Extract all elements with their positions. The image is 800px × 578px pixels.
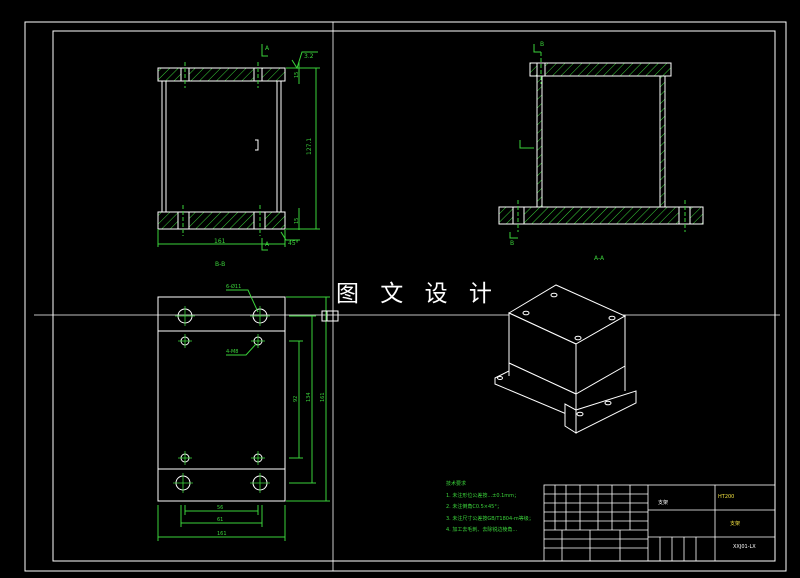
- title-block-name: 支架: [658, 500, 669, 506]
- dim-bottom-width: 161: [217, 531, 227, 537]
- title-block-material: HT200: [718, 494, 735, 500]
- title-block: [543, 484, 776, 562]
- dim-height: 127.1: [306, 138, 313, 155]
- dim-height-134: 134: [306, 392, 312, 402]
- inner-frame: [52, 30, 776, 562]
- tech-note-4: 4. 加工去毛刺、去除锐边棱角...: [446, 527, 518, 533]
- section-mark-b-bottom: B: [510, 240, 514, 247]
- tech-notes-title: 技术要求: [446, 481, 467, 487]
- title-block-part: 支架: [730, 521, 741, 527]
- section-mark-a-top: A: [265, 45, 270, 52]
- plan-view: 6-Ø11 4-M8 92 134 161 56 61 161: [157, 283, 339, 541]
- watermark: 图 文 设 计: [336, 281, 499, 307]
- section-mark-a-bottom: A: [265, 241, 270, 248]
- dim-holes-small: 4-M8: [226, 349, 238, 355]
- title-block-drawing-no: XXJ01-LX: [733, 544, 756, 550]
- dim-holes-large: 6-Ø11: [226, 283, 241, 290]
- bottom-plate: [157, 211, 286, 230]
- tech-note-3: 3. 未注尺寸公差按GB/T1804-m等级；: [446, 515, 534, 522]
- section-mark-b-top: B: [540, 41, 544, 48]
- dim-angle: 45°: [288, 240, 299, 247]
- dim-spacing-61: 61: [217, 517, 223, 523]
- dim-spacing-56: 56: [217, 505, 223, 511]
- tech-notes: 技术要求 1. 未注形位公差按...±0.1mm； 2. 未注倒角C0.5×45…: [446, 479, 546, 537]
- dim-roughness: 3.2: [304, 53, 314, 60]
- tech-note-2: 2. 未注倒角C0.5×45°；: [446, 504, 502, 510]
- dim-height-92: 92: [293, 396, 299, 402]
- top-plate: [157, 67, 286, 82]
- outer-frame: [24, 21, 787, 572]
- view-label-a-a: A-A: [594, 255, 605, 262]
- dim-top-width: 161: [214, 238, 226, 245]
- view-b-b: A A 3.2 127.1 15 15 45° 161 B-B: [157, 44, 320, 268]
- view-a-a: B B A-A: [498, 41, 704, 262]
- tech-note-1: 1. 未注形位公差按...±0.1mm；: [446, 492, 520, 499]
- dim-height-161: 161: [320, 392, 326, 402]
- dim-thickness-top: 15: [294, 72, 300, 78]
- view-label-b-b: B-B: [215, 261, 225, 268]
- dim-thickness-bottom: 15: [294, 218, 300, 224]
- isometric-view: [494, 284, 637, 434]
